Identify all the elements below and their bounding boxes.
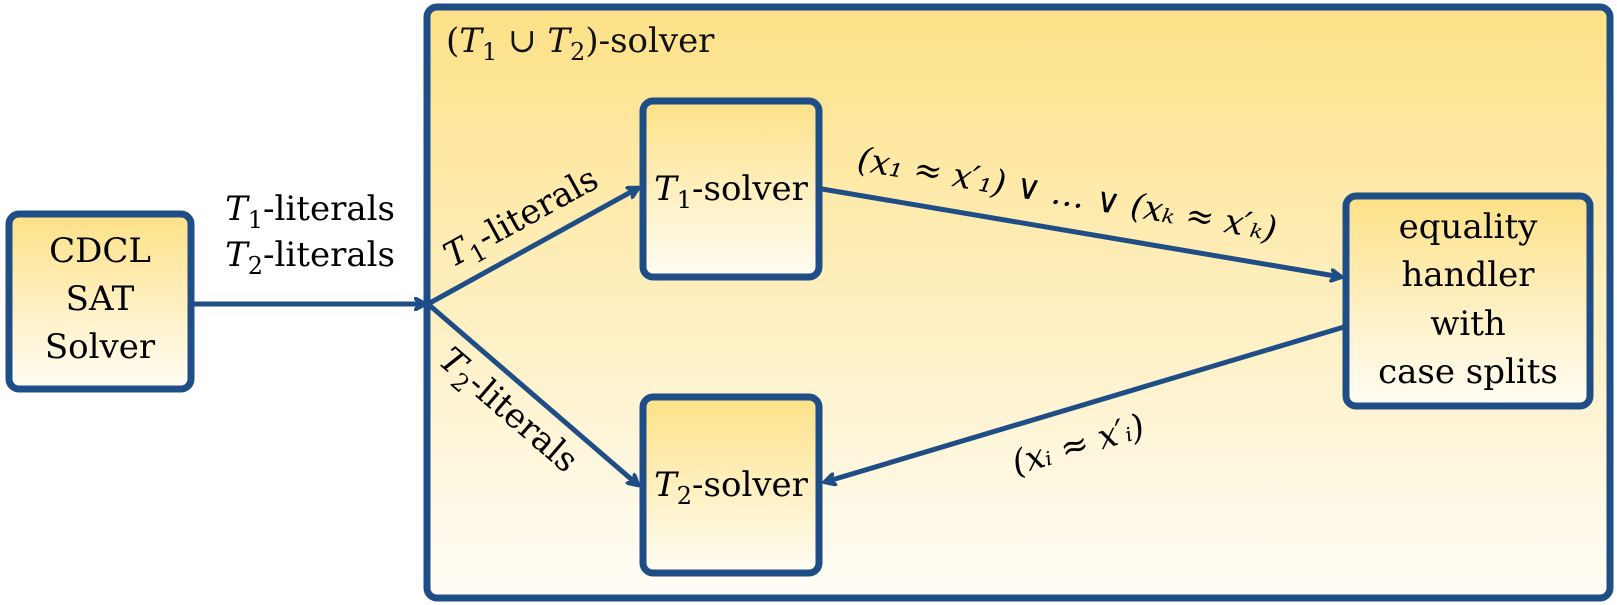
edge-to-t2-solver [426, 302, 638, 485]
t1-solver-box [639, 97, 823, 281]
outer-solver-title: (T1 ∪ T2)-solver [446, 21, 715, 66]
cdcl-label-line1: CDCL [49, 231, 151, 271]
cdcl-label-line2: SAT [66, 279, 135, 319]
edge-t1-to-equality [821, 186, 1341, 277]
equality-handler-box [1342, 192, 1594, 410]
edge-equality-to-t2 [825, 324, 1345, 482]
cdcl-label-line3: Solver [45, 327, 156, 367]
edge-to-t1-solver [426, 188, 638, 307]
t2-solver-label: T2-solver [654, 465, 809, 510]
equality-handler-line2: handler [1401, 255, 1535, 295]
t2-solver-box [639, 393, 823, 577]
t1-solver-label: T1-solver [654, 169, 809, 214]
cdcl-box [5, 210, 195, 393]
edge-label-t2-literals-top: T2-literals [225, 235, 395, 280]
equality-handler-line4: case splits [1378, 352, 1558, 392]
edge-label-t1-literals-top: T1-literals [225, 189, 395, 234]
equality-handler-line3: with [1430, 304, 1506, 344]
equality-handler-line1: equality [1399, 207, 1538, 247]
